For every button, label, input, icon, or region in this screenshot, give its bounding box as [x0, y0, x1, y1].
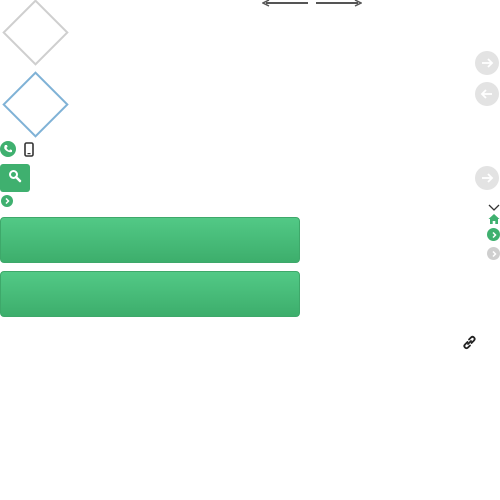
chevron-right-icon[interactable]: [487, 247, 500, 260]
mobile-icon[interactable]: [24, 142, 34, 157]
chevron-down-icon[interactable]: [488, 200, 500, 211]
diamond-shape-blue: [2, 71, 69, 138]
primary-button[interactable]: [0, 217, 300, 263]
long-arrow-left-icon[interactable]: [262, 0, 308, 7]
chevron-right-icon[interactable]: [1, 195, 13, 207]
search-button[interactable]: [0, 164, 30, 192]
secondary-button[interactable]: [0, 271, 300, 317]
phone-icon[interactable]: [0, 141, 16, 157]
diamond-shape-gray: [2, 0, 69, 66]
arrow-right-circle-icon[interactable]: [475, 51, 499, 75]
long-arrow-right-icon[interactable]: [316, 0, 362, 7]
search-icon: [8, 169, 22, 188]
arrow-left-circle-icon[interactable]: [475, 82, 499, 106]
home-icon[interactable]: [488, 212, 500, 224]
arrow-right-circle-icon[interactable]: [475, 166, 499, 190]
link-icon[interactable]: [461, 334, 478, 351]
chevron-right-icon[interactable]: [487, 228, 500, 241]
